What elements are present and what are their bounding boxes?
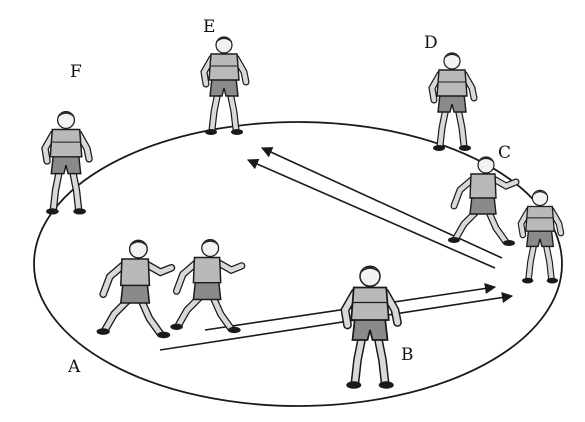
player-d (432, 53, 474, 151)
player-f (45, 112, 89, 215)
pass-arrow-c-to-e-upper (260, 147, 503, 259)
player-c-receiver (521, 190, 561, 283)
player-c-runner (448, 157, 516, 246)
label-d: D (424, 33, 438, 53)
player-a-back (170, 240, 241, 333)
label-a: A (67, 357, 81, 377)
pass-arrow-a-to-c-lower (159, 291, 514, 351)
player-e (204, 37, 246, 135)
pass-arrow-c-to-e-lower (246, 158, 496, 269)
player-b (345, 266, 398, 389)
field-boundary (33, 121, 563, 407)
player-a-front (97, 240, 172, 338)
label-b: B (401, 345, 414, 365)
label-f: F (70, 62, 82, 82)
label-c: C (498, 143, 511, 163)
label-e: E (203, 17, 215, 37)
